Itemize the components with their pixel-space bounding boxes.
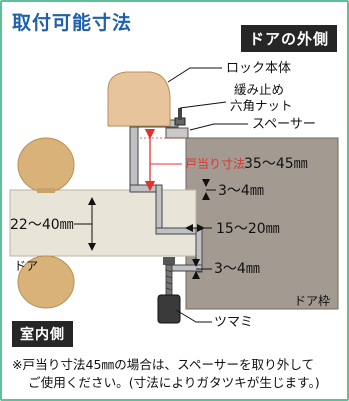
footnote-line-2: ご使用ください。(寸法によりガタツキが生じます。) — [28, 375, 320, 390]
lock-body-label: ロック本体 — [226, 61, 291, 76]
door-knob — [17, 137, 75, 309]
loosen-stop-label: 緩み止め — [234, 82, 284, 97]
knob-label: ツマミ — [214, 315, 253, 330]
door-thickness-value: 22～40㎜ — [10, 217, 74, 233]
door-slab — [9, 189, 197, 257]
lock-body — [107, 71, 171, 127]
spacer-plate — [165, 127, 189, 139]
adjust-screw — [157, 257, 181, 324]
page-title: 取付可能寸法 — [12, 12, 133, 34]
hex-nut-label: 六角ナット — [230, 98, 293, 113]
gap-bottom-value: 3～4㎜ — [214, 261, 260, 277]
door-stop-dim-label: 戸当り寸法 — [185, 157, 245, 171]
footnote-line-1: ※戸当り寸法45㎜の場合は、スペーサーを取り外して — [12, 357, 315, 372]
loosen-stop — [178, 108, 182, 120]
door-frame-label: ドア枠 — [294, 294, 330, 308]
inside-tag: 室内側 — [12, 321, 73, 347]
door-stop-dim-value: 35～45㎜ — [244, 156, 308, 172]
gap-top-value: 3～4㎜ — [218, 183, 264, 199]
footnote: ※戸当り寸法45㎜の場合は、スペーサーを取り外して ご使用ください。(寸法により… — [12, 356, 342, 392]
spacer-label: スペーサー — [252, 117, 316, 132]
door-label: ドア — [14, 259, 38, 273]
clamp-range-value: 15～20㎜ — [216, 221, 280, 237]
outside-tag: ドアの外側 — [241, 25, 338, 52]
door-frame — [185, 137, 339, 310]
